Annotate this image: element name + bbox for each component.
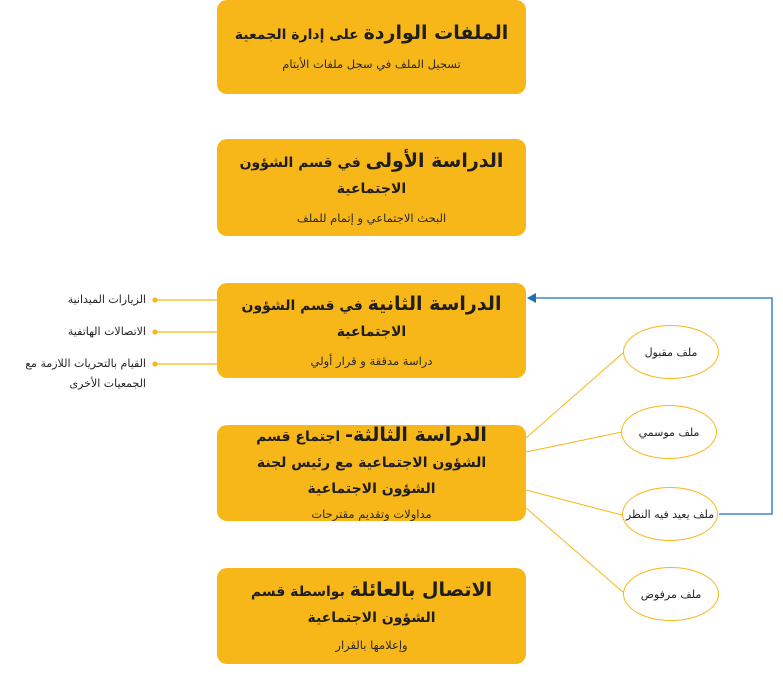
stage-description: تسجيل الملف في سجل ملفات الأيتام	[282, 57, 461, 71]
outcome-connector	[525, 507, 625, 594]
side-connector-dot	[152, 329, 158, 335]
stage-contact-family: الاتصال بالعائلة بواسطة قسم الشؤون الاجت…	[217, 568, 526, 664]
side-action-phone-calls: الاتصالات الهاتفية	[67, 325, 146, 338]
outcome-seasonal: ملف موسمي	[621, 405, 717, 459]
side-action-field-visits: الزيارات الميدانية	[67, 293, 146, 306]
stage-description: وإعلامها بالقرار	[335, 638, 408, 652]
stage-title: الدراسة الأولى في قسم الشؤون الاجتماعية	[239, 149, 504, 197]
stage-second-study: الدراسة الثانية في قسم الشؤون الاجتماعية…	[217, 283, 526, 378]
side-connector-dot	[152, 297, 158, 303]
stage-title: الدراسة الثالثة- اجتماع قسم الشؤون الاجت…	[256, 424, 487, 497]
stage-title: الملفات الواردة على إدارة الجمعية	[234, 22, 509, 44]
outcome-connector	[525, 489, 623, 516]
outcome-rejected: ملف مرفوض	[623, 567, 719, 621]
feedback-arrow	[527, 293, 773, 515]
outcome-accepted: ملف مقبول	[623, 325, 719, 379]
side-action-inquiries: القيام بالتحريات اللازمة مع الجمعيات الأ…	[25, 357, 146, 390]
stage-description: البحث الاجتماعي و إتمام للملف	[296, 210, 447, 225]
outcome-reconsider: ملف يعيد فيه النظر	[622, 487, 718, 541]
stage-description: دراسة مدققة و قرار أولي	[310, 353, 433, 368]
stage-third-study: الدراسة الثالثة- اجتماع قسم الشؤون الاجت…	[217, 424, 526, 521]
stage-title: الدراسة الثانية في قسم الشؤون الاجتماعية	[241, 292, 502, 340]
stage-first-study: الدراسة الأولى في قسم الشؤون الاجتماعية …	[217, 139, 526, 236]
stage-title: الاتصال بالعائلة بواسطة قسم الشؤون الاجت…	[250, 579, 493, 626]
side-connector-dot	[152, 361, 158, 367]
outcome-connector	[525, 431, 623, 453]
stage-description: مداولات وتقديم مقترحات	[311, 507, 432, 521]
outcome-connector	[525, 351, 625, 439]
stage-incoming-files: الملفات الواردة على إدارة الجمعية تسجيل …	[217, 0, 526, 94]
